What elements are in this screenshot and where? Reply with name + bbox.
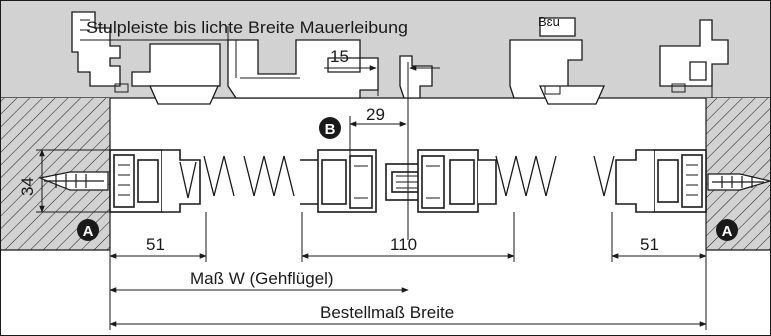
marker-a-right-label: A	[722, 223, 733, 240]
marker-a-left: A	[77, 219, 99, 241]
anchor-right	[707, 173, 771, 191]
marker-b: B	[319, 117, 341, 139]
dim-15: 15	[330, 47, 349, 66]
dim-29: 29	[366, 105, 385, 124]
anchor-left	[37, 171, 109, 191]
dim-110: 110	[390, 235, 417, 254]
label-width-leaf: Maß W (Gehflügel)	[190, 269, 334, 288]
dim-51-left: 51	[146, 235, 165, 254]
marker-b-label: B	[325, 121, 336, 138]
dim-34: 34	[18, 177, 37, 196]
break-lines	[179, 155, 615, 199]
marker-a-left-label: A	[83, 223, 94, 240]
section-profiles	[109, 149, 707, 213]
dimension-lines	[36, 26, 707, 330]
marker-a-right: A	[716, 219, 738, 241]
dim-51-right: 51	[640, 235, 659, 254]
corner-annotation: Bɛu	[538, 14, 560, 29]
section-profile-details	[118, 164, 698, 199]
top-profile-details	[80, 19, 713, 98]
header-annotation: Stulpleiste bis lichte Breite Mauerleibu…	[86, 18, 408, 37]
top-frame-profiles	[71, 11, 729, 105]
top-frame-band	[1, 1, 770, 98]
label-order-width: Bestellmaß Breite	[320, 303, 454, 322]
